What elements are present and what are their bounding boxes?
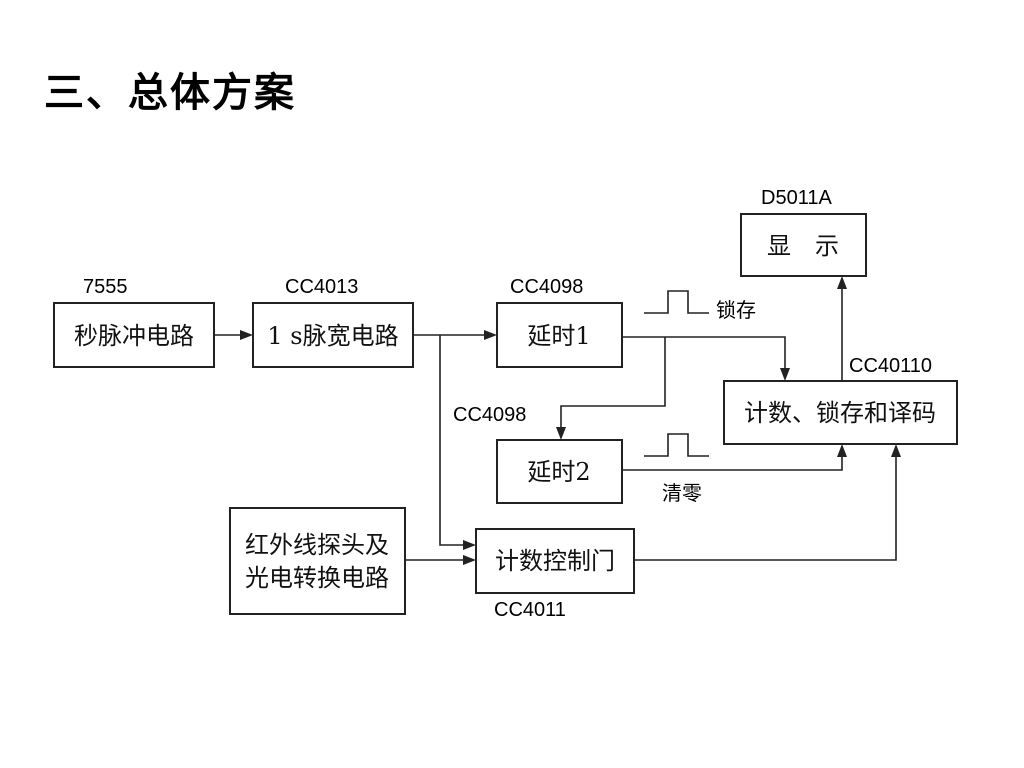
block-delay2-label: 延时2 — [527, 458, 590, 486]
block-width-label: 1 s脉宽电路 — [267, 322, 398, 350]
block-pulse-width: 1 s脉宽电路 — [252, 302, 414, 368]
chip-label-counter: CC40110 — [849, 355, 932, 377]
wire-width-to-delay1 — [413, 330, 497, 340]
latch-pulse-symbol — [644, 290, 709, 314]
clear-pulse-symbol — [644, 433, 709, 457]
block-counter-label: 计数、锁存和译码 — [744, 399, 936, 427]
wire-delay2-to-counter — [622, 444, 847, 471]
page-title: 三、总体方案 — [44, 69, 296, 116]
block-delay-1: 延时1 — [496, 302, 623, 368]
wire-width-to-gate — [439, 335, 476, 550]
block-pulse-label: 秒脉冲电路 — [74, 322, 194, 350]
block-sensor-label-2: 光电转换电路 — [245, 564, 389, 592]
wire-counter-to-display — [837, 276, 847, 381]
chip-label-pulse: 7555 — [83, 276, 128, 298]
chip-label-delay1: CC4098 — [510, 276, 583, 298]
block-delay1-label: 延时1 — [527, 322, 590, 350]
block-display-label: 显 示 — [767, 232, 839, 260]
block-delay-2: 延时2 — [496, 439, 623, 504]
wire-pulse-to-width — [214, 330, 253, 340]
chip-label-display: D5011A — [761, 187, 832, 209]
block-display: 显 示 — [740, 213, 867, 277]
chip-label-width: CC4013 — [285, 276, 358, 298]
chip-label-delay2: CC4098 — [453, 404, 526, 426]
chip-label-gate: CC4011 — [494, 599, 566, 621]
wire-gate-to-counter — [634, 444, 901, 561]
clear-signal-label: 清零 — [662, 481, 702, 505]
block-sensor: 红外线探头及 光电转换电路 — [229, 507, 406, 615]
block-count-gate: 计数控制门 — [475, 528, 635, 594]
block-counter: 计数、锁存和译码 — [723, 380, 958, 445]
wire-delay1-to-delay2 — [556, 337, 666, 440]
latch-signal-label: 锁存 — [716, 298, 756, 322]
block-pulse-circuit: 秒脉冲电路 — [53, 302, 215, 368]
wire-delay1-to-counter — [622, 336, 790, 381]
wire-sensor-to-gate — [405, 555, 476, 565]
block-gate-label: 计数控制门 — [495, 547, 615, 575]
block-sensor-label-1: 红外线探头及 — [245, 531, 389, 559]
